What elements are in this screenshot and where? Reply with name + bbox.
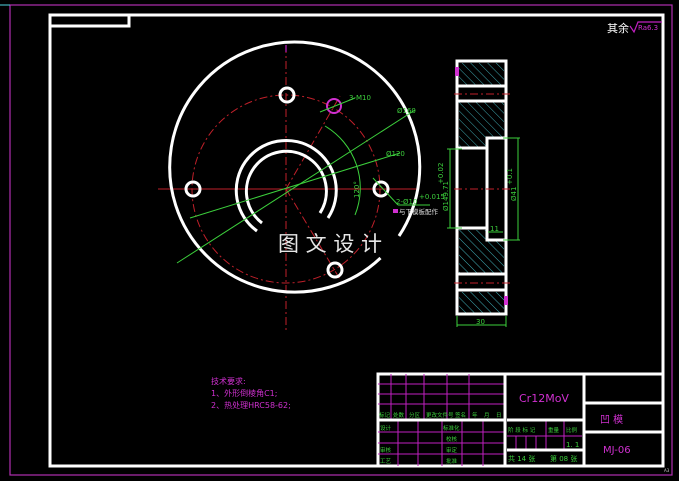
rev-header: 处数 bbox=[393, 411, 405, 419]
left-label: 工艺 bbox=[380, 458, 392, 465]
stage-label: 阶 段 标 记 bbox=[508, 426, 536, 434]
rev-header: 分区 bbox=[409, 411, 421, 419]
tech-req-item: 2、热处理HRC58-62; bbox=[211, 400, 291, 410]
rev-header: 更改文件号 bbox=[426, 411, 454, 419]
mid-label: 批准 bbox=[446, 457, 458, 465]
label-step-diameter: Ø41 bbox=[510, 187, 518, 201]
drawing-number: MJ-06 bbox=[603, 445, 631, 456]
watermark: 图 文 设 计 bbox=[278, 232, 382, 256]
label-2-d10: 2-Ø10 bbox=[396, 198, 417, 206]
inner-bore-outer-arc bbox=[234, 139, 338, 233]
sheet-border bbox=[9, 4, 673, 476]
label-thickness: 30 bbox=[476, 318, 485, 326]
drawing-frame bbox=[48, 13, 665, 468]
rev-header: 月 bbox=[484, 412, 490, 419]
part-name: 凹 模 bbox=[600, 414, 623, 426]
left-label: 设计 bbox=[380, 424, 392, 432]
pin-hole-bottom bbox=[326, 261, 344, 279]
angle-arc-120 bbox=[324, 125, 361, 216]
chamfer-mark-icon bbox=[504, 296, 508, 305]
roughness-symbol-icon bbox=[629, 21, 662, 34]
outer-contour bbox=[168, 40, 422, 294]
front-view: 3-M10 Ø160 Ø120 120° 2-Ø10 +0.015 与下模板配作 bbox=[158, 40, 445, 330]
dim-line-d160 bbox=[176, 109, 416, 264]
bore-step bbox=[457, 136, 506, 242]
note-marker-icon bbox=[393, 209, 398, 213]
label-pin-note: 与下模板配作 bbox=[399, 207, 439, 216]
roughness-value: Ra6.3 bbox=[638, 24, 658, 32]
leader-pin-holes bbox=[372, 177, 399, 206]
title-block: 标记 处数 分区 更改文件号 签名 年 月 日 设计 审核 工艺 标准化 校核 … bbox=[376, 372, 665, 468]
scale-label: 比例 bbox=[566, 426, 578, 434]
technical-requirements: 技术要求: 1、外形倒棱角C1; 2、热处理HRC58-62; bbox=[211, 376, 291, 410]
threaded-hole-m10 bbox=[326, 98, 342, 114]
sheet-number: 第 08 张 bbox=[550, 454, 577, 463]
weight-label: 重量 bbox=[548, 426, 560, 434]
rev-header: 标记 bbox=[379, 411, 391, 419]
label-bore-tolerance: +0.02 bbox=[437, 163, 445, 184]
label-angle-120: 120° bbox=[353, 181, 361, 198]
pin-hole-top bbox=[278, 86, 296, 104]
side-outline bbox=[455, 59, 508, 316]
frame-tab bbox=[48, 13, 131, 28]
sheet-total: 共 14 张 bbox=[508, 454, 535, 463]
label-d120: Ø120 bbox=[386, 150, 405, 158]
label-depth: 11 bbox=[490, 225, 499, 233]
rev-header: 年 bbox=[472, 411, 478, 419]
dim-line-d120 bbox=[189, 152, 401, 219]
pin-hole-left bbox=[184, 180, 202, 198]
label-bore-diameter: Ø149.71 bbox=[442, 181, 450, 211]
rev-header: 日 bbox=[496, 412, 502, 419]
chamfer-mark-icon bbox=[455, 67, 459, 76]
leader-m10 bbox=[319, 97, 356, 113]
label-step-tolerance: +0.1 bbox=[506, 168, 514, 185]
rev-header: 签名 bbox=[455, 411, 466, 419]
tech-req-title: 技术要求: bbox=[211, 376, 246, 386]
bolt-circle bbox=[191, 94, 381, 284]
surface-roughness-note: 其余 Ra6.3 bbox=[607, 21, 662, 35]
radial-line-lower bbox=[285, 188, 342, 282]
mid-label: 标准化 bbox=[443, 424, 460, 432]
mid-label: 校核 bbox=[446, 435, 458, 443]
label-pin-tolerance: +0.015 bbox=[419, 193, 445, 201]
radial-line-upper bbox=[285, 95, 341, 190]
scale-value: 1. 1 bbox=[566, 441, 579, 449]
tech-req-item: 1、外形倒棱角C1; bbox=[211, 388, 277, 398]
left-label: 审核 bbox=[380, 446, 392, 454]
pin-hole-right bbox=[372, 180, 390, 198]
mid-label: 审定 bbox=[446, 446, 458, 454]
side-view: Ø149.71 +0.02 Ø41 +0.1 11 30 bbox=[437, 59, 520, 327]
material: Cr12MoV bbox=[519, 392, 569, 405]
sheet-size: A3 bbox=[664, 468, 670, 473]
label-3-m10: 3-M10 bbox=[349, 94, 371, 102]
surface-note-prefix: 其余 bbox=[607, 21, 629, 35]
label-d160: Ø160 bbox=[397, 107, 416, 115]
